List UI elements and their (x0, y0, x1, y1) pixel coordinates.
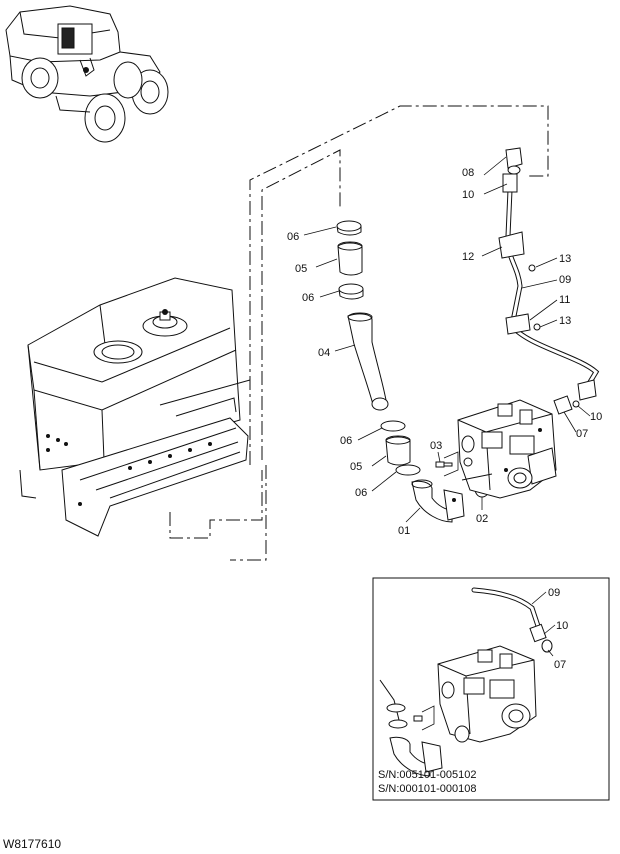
part-number-labels: 08 10 06 05 06 12 13 09 11 13 04 10 07 0… (287, 167, 602, 537)
hose-clamp-06-upper (336, 220, 362, 236)
serial-variant-inset: 09 10 07 S/N:005101-005102 S/N:000101-00… (372, 577, 610, 801)
drain-hose-09 (498, 173, 600, 401)
serial-range-1: S/N:005101-005102 (378, 769, 476, 781)
elbow-01 (411, 479, 465, 523)
hose-clamp-06-lower-b (395, 464, 421, 476)
hose-clamp-06-middle (338, 283, 364, 300)
label-13: 13 (559, 315, 571, 327)
label-06: 06 (302, 292, 314, 304)
label-07: 07 (576, 428, 588, 440)
elbow-fitting-08 (505, 147, 523, 175)
hose-clamp-06-lower-a (380, 420, 406, 432)
label-06: 06 (355, 487, 367, 499)
label-02: 02 (476, 513, 488, 525)
label-13: 13 (559, 253, 571, 265)
bolt-03 (435, 451, 459, 477)
label-10: 10 (462, 189, 474, 201)
label-01: 01 (398, 525, 410, 537)
label-05: 05 (350, 461, 362, 473)
inset-label-10: 10 (556, 620, 568, 632)
hose-05-upper (337, 241, 363, 276)
label-10: 10 (590, 411, 602, 423)
label-11: 11 (559, 294, 570, 306)
connector-07-10 (553, 395, 580, 415)
label-06: 06 (340, 435, 352, 447)
screws-13 (528, 264, 541, 331)
hydraulic-tank (19, 277, 251, 537)
drawing-code: W8177610 (3, 837, 61, 851)
label-12: 12 (462, 251, 474, 263)
serial-range-2: S/N:000101-000108 (378, 783, 476, 795)
label-05: 05 (295, 263, 307, 275)
label-03: 03 (430, 440, 442, 452)
suction-pipe-04 (347, 312, 389, 411)
hydraulic-pump (457, 399, 557, 499)
reference-dashed-lines (169, 105, 549, 561)
machine-locator-sketch (5, 5, 169, 143)
label-08: 08 (462, 167, 474, 179)
inset-label-07: 07 (554, 659, 566, 671)
hose-05-lower (385, 435, 411, 466)
leader-lines (303, 156, 591, 523)
inset-label-09: 09 (548, 587, 560, 599)
label-06: 06 (287, 231, 299, 243)
label-09: 09 (559, 274, 571, 286)
label-04: 04 (318, 347, 330, 359)
